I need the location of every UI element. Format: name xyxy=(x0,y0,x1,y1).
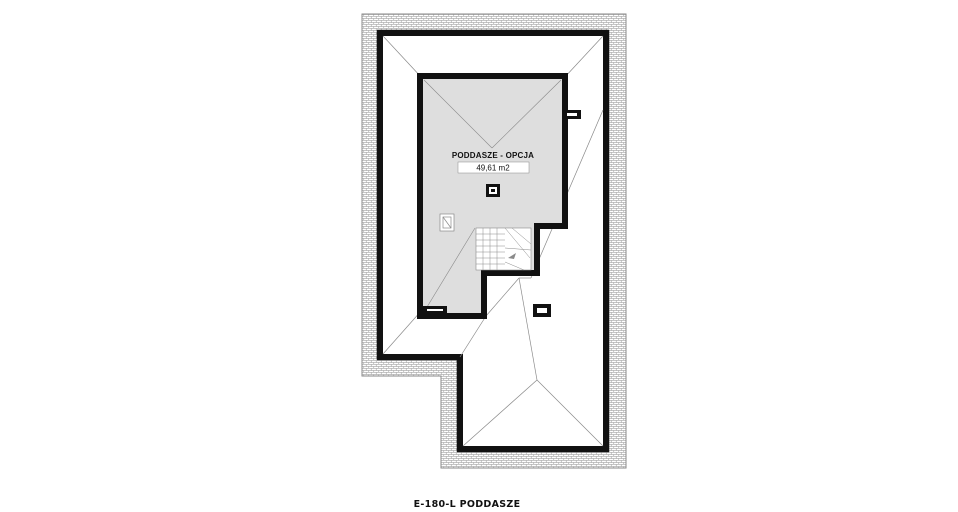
staircase xyxy=(475,227,532,271)
chimney-icon xyxy=(486,184,500,197)
room-area-box xyxy=(457,161,530,174)
plan-caption: E-180-L PODDASZE xyxy=(414,499,521,510)
room-hip-lines xyxy=(423,79,562,313)
room-area: 49,61 m2 xyxy=(476,164,510,173)
room-name: PODDASZE - OPCJA xyxy=(452,151,534,160)
skylight-icon xyxy=(439,213,455,232)
floor-vent-icon xyxy=(423,306,447,314)
vent-icon xyxy=(563,110,581,119)
chimney-outside-icon xyxy=(533,304,551,317)
outer-wall xyxy=(377,30,609,452)
